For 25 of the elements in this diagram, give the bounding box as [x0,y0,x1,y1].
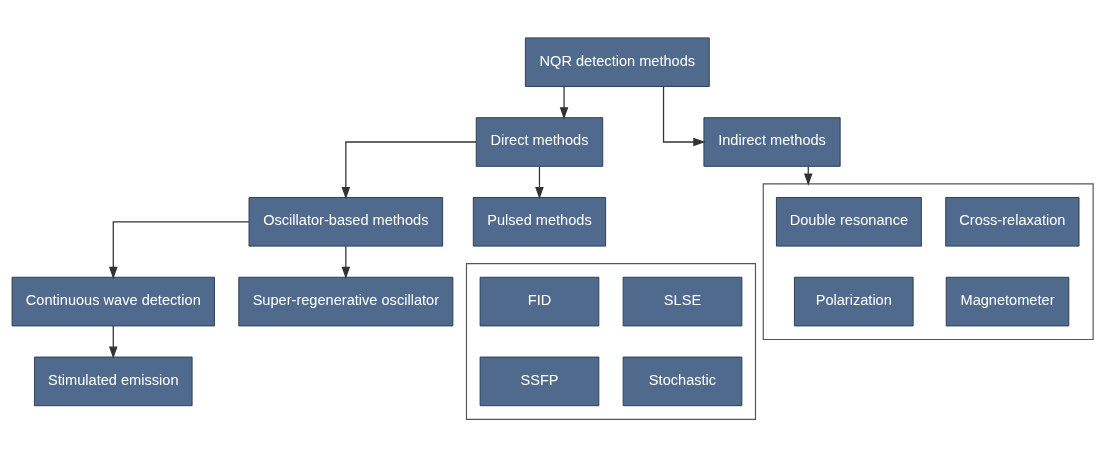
cluster [465,262,757,420]
node-box: Oscillator-based methods [248,196,444,247]
arrow [535,165,544,199]
arrow [559,85,569,119]
arrow [109,220,250,279]
node-box: Super-regenerative oscillator [238,276,454,326]
node-box: Double resonance [775,196,922,247]
node-box: NQR detection methods [524,36,710,87]
node-box: SSFP [479,356,600,406]
arrow [662,85,706,146]
arrow [341,245,351,279]
node-box: Direct methods [475,116,604,167]
node-box: Polarization [793,276,914,326]
node-box: Magnetometer [945,276,1070,326]
node-box: Cross-relaxation [945,196,1080,247]
node-box: Pulsed methods [472,196,607,247]
node-box: Stochastic [622,356,743,406]
node-box: SLSE [622,276,743,326]
arrow [341,140,477,199]
cluster [762,182,1094,340]
arrow [109,324,118,359]
node-box: Stimulated emission [33,356,193,406]
node-box: Indirect methods [703,116,841,167]
node-box: FID [479,276,600,326]
node-box: Continuous wave detection [11,276,215,326]
